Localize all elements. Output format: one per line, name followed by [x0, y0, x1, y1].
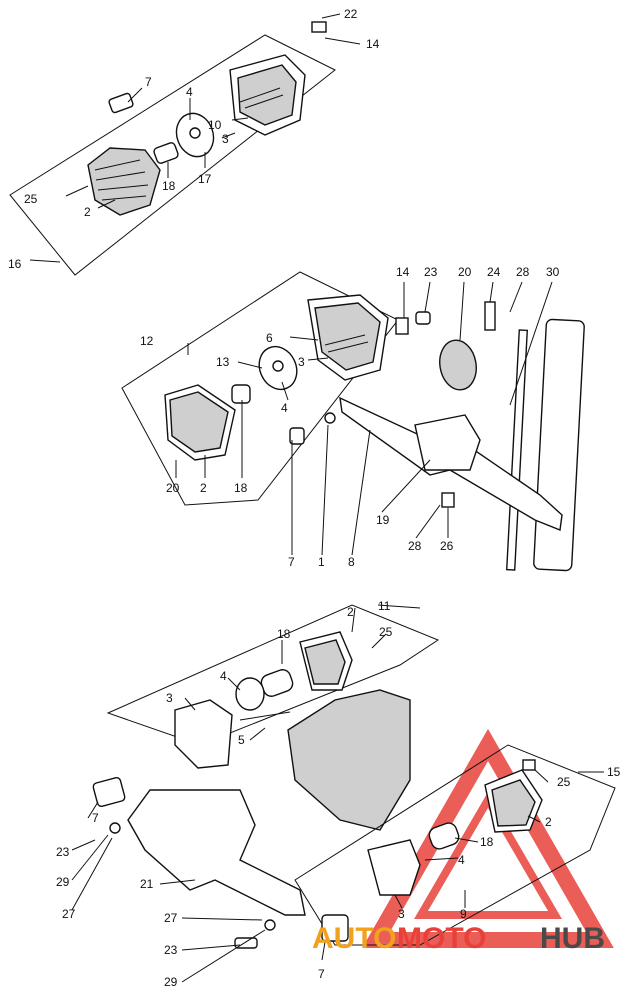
- callout-18: 18: [234, 481, 248, 495]
- lens-housing-top: [87, 147, 161, 216]
- watermark-auto: AUTO: [312, 922, 396, 955]
- callout-3: 3: [222, 132, 229, 146]
- callout-23: 23: [424, 265, 438, 279]
- callout-28: 28: [408, 539, 422, 553]
- assembly-16: [9, 13, 361, 276]
- callout-29: 29: [56, 875, 70, 889]
- callout-16: 16: [8, 257, 22, 271]
- callout-7: 7: [92, 811, 99, 825]
- callout-4: 4: [220, 669, 227, 683]
- callout-2: 2: [545, 815, 552, 829]
- callout-25: 25: [557, 775, 571, 789]
- callout-2: 2: [84, 205, 91, 219]
- callout-22: 22: [344, 7, 358, 21]
- assembly-11: [71, 604, 616, 983]
- callout-25: 25: [24, 192, 38, 206]
- callout-23: 23: [56, 845, 70, 859]
- callout-7: 7: [318, 967, 325, 981]
- callout-9: 9: [460, 907, 467, 921]
- callout-30: 30: [546, 265, 560, 279]
- callout-4: 4: [281, 401, 288, 415]
- callout-2: 2: [200, 481, 207, 495]
- callout-1: 1: [318, 555, 325, 569]
- callout-10: 10: [208, 118, 222, 132]
- callout-24: 24: [487, 265, 501, 279]
- callout-labels: 22 14 7 4 10 3 25 2 18 17 16 14 23 20 24…: [8, 7, 621, 989]
- callout-29: 29: [164, 975, 178, 989]
- callout-11: 11: [378, 599, 391, 613]
- watermark-hub: HUB: [540, 922, 605, 955]
- callout-8: 8: [348, 555, 355, 569]
- callout-4: 4: [186, 85, 193, 99]
- callout-7: 7: [145, 75, 152, 89]
- callout-27: 27: [164, 911, 178, 925]
- callout-4: 4: [458, 853, 465, 867]
- callout-26: 26: [440, 539, 454, 553]
- callout-18: 18: [277, 627, 291, 641]
- callout-28: 28: [516, 265, 530, 279]
- callout-21: 21: [140, 877, 154, 891]
- callout-14: 14: [366, 37, 380, 51]
- callout-5: 5: [238, 733, 245, 747]
- callout-6: 6: [266, 331, 273, 345]
- callout-23: 23: [164, 943, 178, 957]
- callout-3: 3: [166, 691, 173, 705]
- assembly-12: [121, 271, 585, 572]
- callout-17: 17: [198, 172, 212, 186]
- callout-20: 20: [166, 481, 180, 495]
- callout-18: 18: [162, 179, 176, 193]
- callout-13: 13: [216, 355, 230, 369]
- callout-3: 3: [398, 907, 405, 921]
- watermark-text: AUTO MOTO HUB: [312, 922, 605, 955]
- callout-7: 7: [288, 555, 295, 569]
- callout-25: 25: [379, 625, 393, 639]
- callout-3: 3: [298, 355, 305, 369]
- callout-20: 20: [458, 265, 472, 279]
- watermark-moto: MOTO: [397, 922, 486, 955]
- callout-27: 27: [62, 907, 76, 921]
- callout-2: 2: [347, 605, 354, 619]
- callout-14: 14: [396, 265, 410, 279]
- callout-18: 18: [480, 835, 494, 849]
- callout-15: 15: [607, 765, 621, 779]
- callout-12: 12: [140, 334, 154, 348]
- callout-19: 19: [376, 513, 390, 527]
